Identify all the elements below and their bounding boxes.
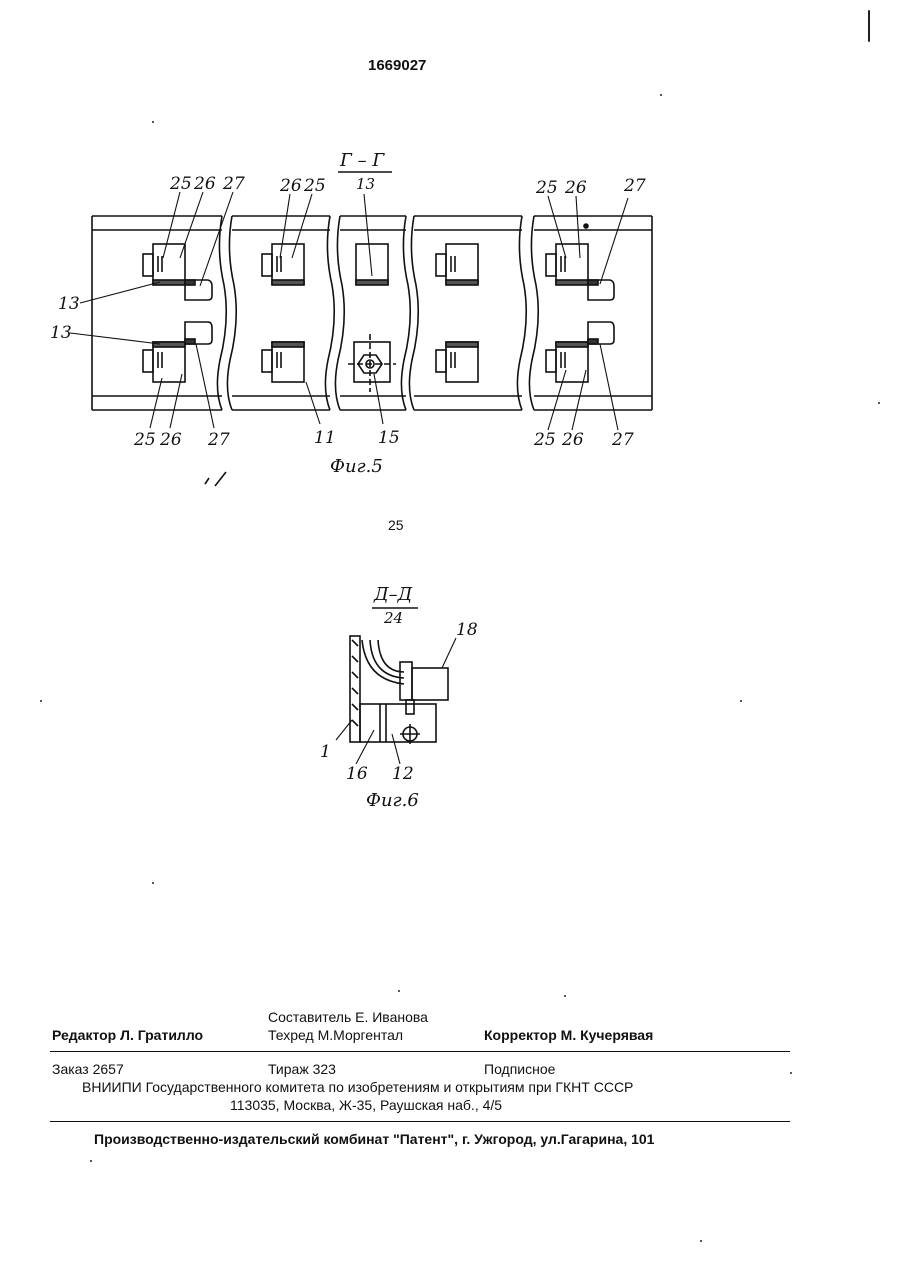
callout-label: 25 bbox=[304, 176, 326, 196]
callout-label: 13 bbox=[58, 294, 80, 314]
section-title-d-d: Д–Д bbox=[374, 584, 412, 605]
callout-label: 25 bbox=[534, 430, 556, 450]
scan-speck bbox=[398, 990, 400, 992]
scan-speck bbox=[700, 1240, 702, 1242]
callout-label: 25 bbox=[536, 178, 558, 198]
callout-label: 26 bbox=[194, 174, 216, 194]
section-title-g-g: Г – Г bbox=[340, 150, 384, 171]
scan-speck bbox=[740, 700, 742, 702]
imprint-address: 113035, Москва, Ж-35, Раушская наб., 4/5 bbox=[230, 1097, 502, 1113]
callout-label: 27 bbox=[624, 176, 646, 196]
callout-label: 26 bbox=[160, 430, 182, 450]
figure-5-caption: Фиг.5 bbox=[330, 456, 383, 477]
imprint-subscription: Подписное bbox=[484, 1061, 555, 1077]
scan-speck bbox=[660, 94, 662, 96]
callout-label: 25 bbox=[170, 174, 192, 194]
imprint-editor: Редактор Л. Гратилло bbox=[52, 1027, 203, 1043]
imprint-compiler: Составитель Е. Иванова bbox=[268, 1009, 428, 1025]
scan-speck bbox=[564, 995, 566, 997]
scan-speck bbox=[790, 1072, 792, 1074]
callout-label: 27 bbox=[208, 430, 230, 450]
callout-label: 18 bbox=[456, 620, 478, 640]
scan-speck bbox=[90, 1160, 92, 1162]
callout-label: 16 bbox=[346, 764, 368, 784]
scan-speck bbox=[40, 700, 42, 702]
scan-speck bbox=[152, 882, 154, 884]
imprint-order: Заказ 2657 bbox=[52, 1061, 124, 1077]
figure-6-caption: Фиг.6 bbox=[366, 790, 419, 811]
callout-label: 15 bbox=[378, 428, 400, 448]
callout-label: 26 bbox=[565, 178, 587, 198]
scan-speck bbox=[878, 402, 880, 404]
callout-label: 11 bbox=[314, 428, 336, 448]
imprint-printer: Производственно-издательский комбинат "П… bbox=[94, 1131, 654, 1147]
callout-label: 13 bbox=[50, 323, 72, 343]
imprint-corrector: Корректор М. Кучерявая bbox=[484, 1027, 653, 1043]
section-sub-label: 24 bbox=[384, 609, 403, 627]
scan-speck bbox=[152, 121, 154, 123]
callout-label: 25 bbox=[134, 430, 156, 450]
imprint-divider-top bbox=[50, 1051, 790, 1052]
section-sub-label: 13 bbox=[356, 175, 375, 193]
imprint-vniipi: ВНИИПИ Государственного комитета по изоб… bbox=[82, 1079, 633, 1095]
callout-label: 26 bbox=[280, 176, 302, 196]
callout-label: 1 bbox=[320, 742, 331, 762]
callout-label: 27 bbox=[612, 430, 634, 450]
imprint-techred: Техред М.Моргентал bbox=[268, 1027, 403, 1043]
callout-label: 26 bbox=[562, 430, 584, 450]
callout-label: 27 bbox=[223, 174, 245, 194]
imprint-circulation: Тираж 323 bbox=[268, 1061, 336, 1077]
scan-speck bbox=[868, 10, 870, 42]
page-number: 25 bbox=[388, 517, 404, 533]
callout-label: 12 bbox=[392, 764, 414, 784]
imprint-divider-bottom bbox=[50, 1121, 790, 1122]
